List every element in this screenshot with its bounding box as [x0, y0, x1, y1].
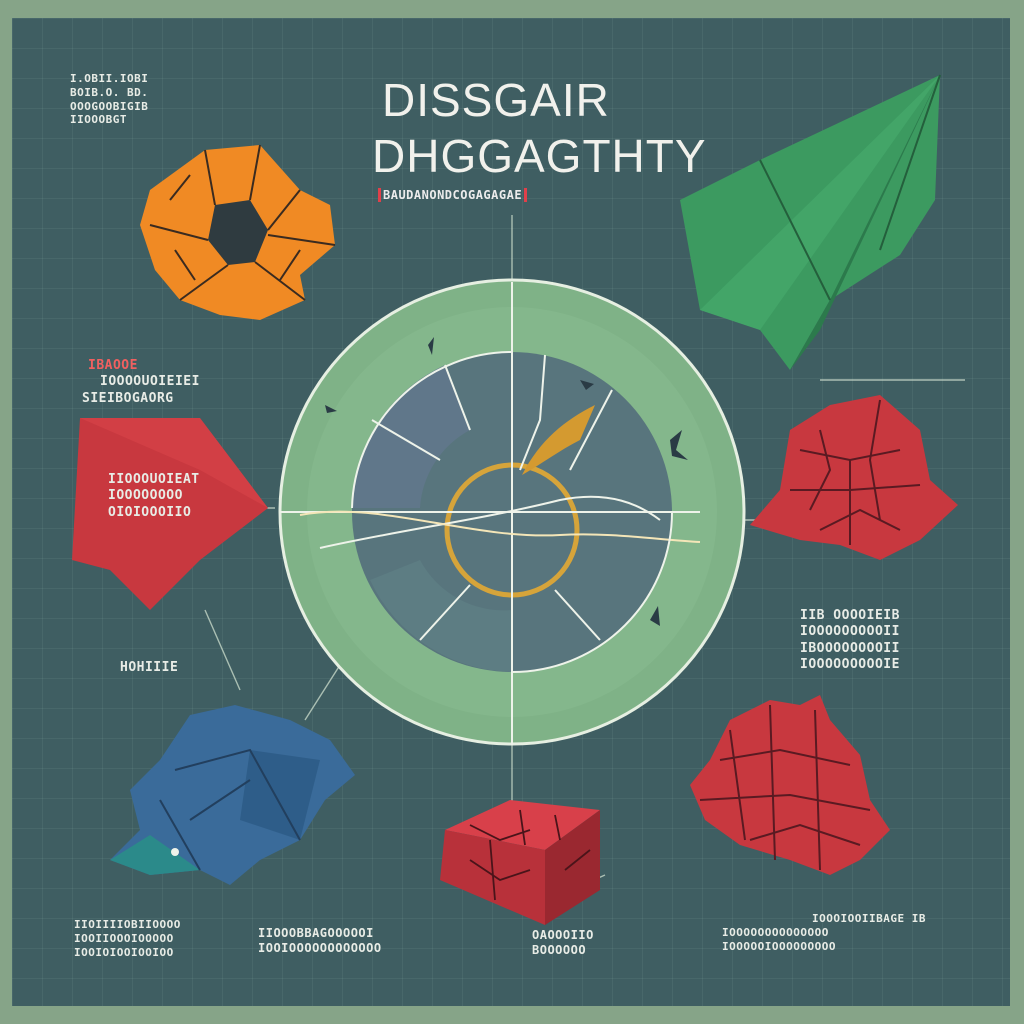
crease-lines — [159, 748, 301, 871]
label-line: OIOIOOOIIO — [108, 504, 192, 520]
blue-leaf-shape — [110, 705, 355, 885]
crack-mark — [670, 430, 688, 460]
spoke-4 — [519, 354, 546, 471]
cracked-red-blob-icon — [690, 695, 890, 875]
label-line: OAOOOIIO — [532, 928, 594, 942]
label-line: IOOOOOOOOOII — [800, 624, 900, 640]
box-cracks — [469, 809, 591, 901]
label-line: IIOOOUOIEAT — [108, 472, 200, 487]
red-leaf-shape — [750, 395, 958, 560]
box-side-face — [545, 810, 600, 925]
blue-leaf-teal-edge — [110, 835, 200, 875]
spoke-1 — [444, 364, 471, 431]
label-left-red-header: IBAOOE IOOOOUOIEIEI SIEIBOGAORG — [82, 358, 200, 407]
label-left-mid: HOHIIIE — [120, 660, 179, 675]
label-line: IOOIIOOOIOOOOO — [74, 931, 174, 945]
spoke-2 — [371, 419, 441, 461]
label-line: IBAOOE — [88, 358, 138, 373]
subtitle: BAUDANONDCOGAGAGAE — [378, 188, 528, 202]
central-circle-diagram — [278, 278, 746, 746]
crack-mark — [650, 606, 660, 626]
label-right-mid: IIB OOOOIEIB IOOOOOOOOOII IBOOOOOOOOII I… — [800, 608, 900, 673]
label-line: OOOGOOBIGIB — [70, 99, 149, 113]
label-line: IOOOOOOOOOOOOOO — [722, 925, 829, 939]
label-line: IOOIOOOOOOOOOOOO — [258, 941, 382, 955]
curve-line-1 — [319, 495, 661, 549]
label-top-left: I.OBII.IOBI BOIB.O. BD. OOOGOOBIGIB IIOO… — [70, 72, 148, 127]
label-line: IOOOOOOOOOIE — [800, 656, 900, 672]
cracked-red-box-icon — [440, 800, 600, 925]
label-line: BOOOOOO — [532, 943, 587, 957]
label-line: IOOOOOOOO — [108, 488, 183, 504]
label-line: IIB OOOOIEIB — [800, 608, 900, 623]
title-line-1: DISSGAIR — [382, 74, 610, 126]
red-blob-shape — [690, 695, 890, 875]
red-leaf-panel-icon — [72, 418, 268, 610]
orange-leaf-cracks — [149, 144, 336, 301]
crack-mark — [580, 380, 594, 390]
connector-line-left-lower — [204, 609, 241, 691]
label-line: I.OBII.IOBI — [70, 72, 149, 85]
connector-line-lower-left — [304, 664, 341, 721]
label-bottom-center: OAOOOIIO BOOOOOO — [532, 928, 594, 958]
orange-leaf-hole — [208, 200, 268, 265]
label-left-red-body: IIOOOUOIEAT IOOOOOOOO OIOIOOOIIO — [108, 472, 200, 521]
green-leaf-creases — [759, 74, 941, 301]
label-bottom-center-left: IIOOOBBAGOOOOOI IOOIOOOOOOOOOOOO — [258, 926, 382, 956]
label-line: IOOIOIOOIOOIOO — [74, 945, 174, 959]
sector-upper-left — [352, 365, 470, 508]
label-line: IIOIIIIOBIIOOOO — [74, 918, 181, 931]
arc-upper-left — [351, 351, 513, 509]
circle-divider-lines — [280, 282, 701, 745]
label-line: IIOOOBGT — [70, 113, 127, 127]
gold-shard — [522, 405, 595, 475]
red-blob-cracks — [699, 704, 871, 871]
spoke-6 — [554, 589, 601, 641]
crumpled-blue-leaf-icon — [110, 705, 355, 885]
crack-mark — [325, 405, 337, 413]
green-leaf-facet — [700, 75, 940, 330]
curve-line-2 — [299, 510, 701, 543]
label-line: BOIB.O. BD. — [70, 85, 149, 99]
spoke-5 — [569, 389, 613, 471]
page-title: DISSGAIR DHGGAGTHTY — [372, 72, 707, 184]
label-line: IOOOOOIOOOOOOOOO — [722, 939, 836, 953]
label-line: IOOOIOOIIBAGE IB — [812, 912, 926, 925]
crack-lines — [699, 704, 871, 871]
red-panel-highlight — [80, 418, 268, 508]
label-line: IBOOOOOOOOII — [800, 640, 900, 656]
blue-leaf-creases — [159, 748, 301, 871]
green-paper-leaf-icon — [680, 74, 941, 370]
blue-leaf-node — [171, 848, 179, 856]
label-line: SIEIBOGAORG — [82, 390, 174, 406]
red-leaf-cracks — [790, 399, 921, 545]
crack-lines — [169, 174, 301, 281]
crack-lines — [469, 809, 591, 901]
cracked-orange-leaf-icon — [140, 144, 336, 320]
crack-marks — [325, 337, 688, 626]
label-bottom-left: IIOIIIIOBIIOOOO IOOIIOOOIOOOOO IOOIOIOOI… — [74, 918, 181, 959]
label-line: IOOOOUOIEIEI — [100, 374, 200, 390]
label-bottom-right: IOOOIOOIIBAGE IB IOOOOOOOOOOOOOO IOOOOOI… — [722, 912, 926, 953]
crack-lines — [790, 399, 921, 545]
arc-lower-right — [511, 511, 673, 673]
cracked-red-leaf-icon — [750, 395, 958, 560]
crack-lines — [149, 144, 336, 301]
title-line-2: DHGGAGTHTY — [372, 130, 707, 182]
crack-mark — [428, 337, 434, 355]
label-line: IIOOOBBAGOOOOOI — [258, 926, 374, 940]
spoke-3 — [419, 584, 471, 641]
blue-leaf-facet — [240, 750, 320, 840]
